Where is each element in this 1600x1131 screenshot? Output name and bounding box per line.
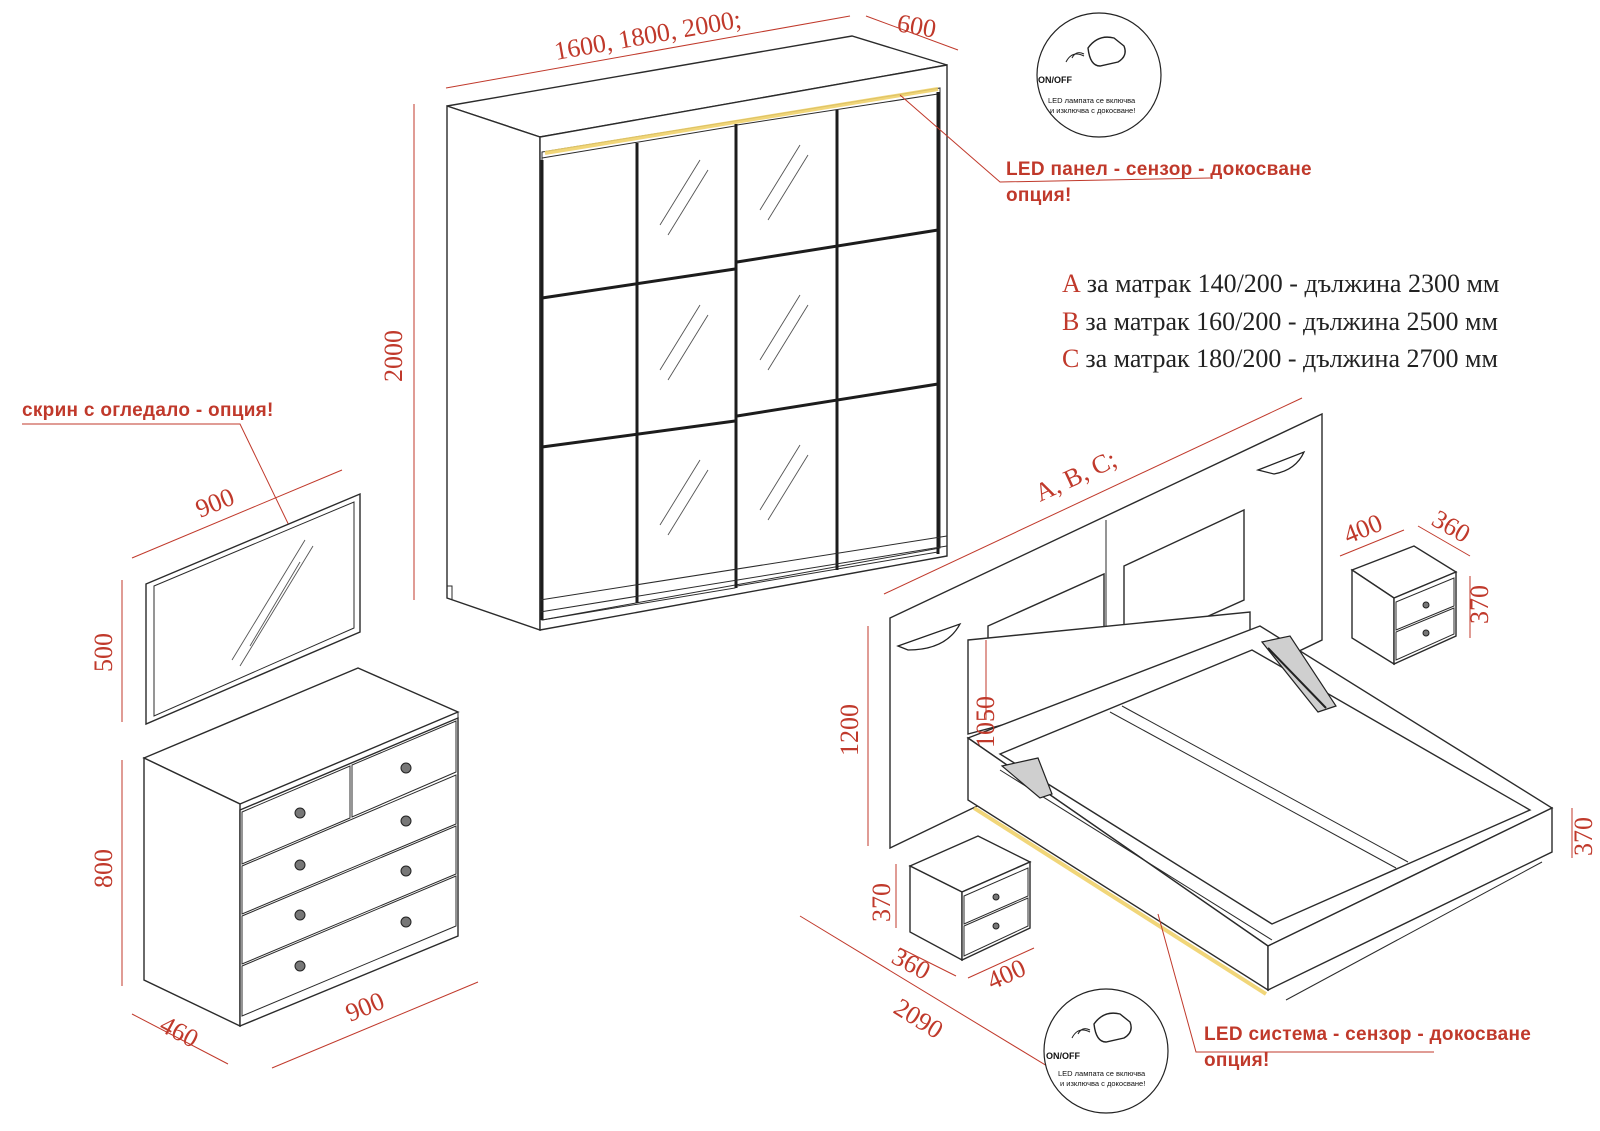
wardrobe-led-note-line1: LED панел - сензор - докосване (1006, 159, 1312, 180)
dresser-width-label: 900 (341, 986, 388, 1027)
dresser-mirror (145, 492, 361, 726)
lift-mechanism-left (1000, 757, 1053, 799)
hand-touch-icon (1071, 1012, 1132, 1043)
dresser-height-label: 800 (89, 849, 118, 888)
badge-bottom-line1: LED лампата се включва (1058, 1069, 1146, 1078)
bed-headboard-height-label: 1200 (835, 704, 864, 756)
touch-sensor-badge-top: ON/OFF LED лампата се включва и изключва… (1036, 12, 1162, 138)
mirror-width-label: 900 (191, 482, 238, 523)
nightstand-right (1350, 545, 1458, 666)
dresser (142, 667, 460, 1028)
bed-led-note-line1: LED система - сензор - докосване (1204, 1024, 1531, 1045)
badge-top-onoff: ON/OFF (1038, 75, 1072, 85)
dresser-knobs (294, 762, 412, 972)
headboard-lamp-right (1255, 450, 1306, 475)
wardrobe (446, 35, 948, 631)
lift-mechanism-right (1260, 635, 1337, 713)
wardrobe-glass-marks (659, 144, 809, 536)
bed (889, 412, 1554, 1001)
wardrobe-led-note-line2: опция! (1006, 185, 1072, 206)
nightstand-left-width-label: 400 (983, 953, 1030, 995)
dresser-mirror-note: скрин с огледало - опция! (22, 400, 297, 541)
mirror-note-text: скрин с огледало - опция! (22, 400, 274, 421)
touch-sensor-badge-bottom: ON/OFF LED лампата се включва и изключва… (1043, 988, 1169, 1114)
badge-bottom-line2: и изключва с докосване! (1060, 1079, 1145, 1088)
wardrobe-depth-label: 600 (895, 8, 938, 43)
nightstand-left (908, 835, 1032, 962)
badge-top-line2: и изключва с докосване! (1050, 106, 1135, 115)
bed-length-label: A, B, C; (1030, 445, 1121, 508)
bed-led-note-line2: опция! (1204, 1050, 1270, 1071)
wardrobe-height-label: 2000 (379, 330, 408, 382)
bed-led-note: LED система - сензор - докосване опция! (1157, 913, 1531, 1071)
badge-bottom-onoff: ON/OFF (1046, 1051, 1080, 1061)
hand-touch-icon (1065, 36, 1126, 67)
badge-top-line1: LED лампата се включва (1048, 96, 1136, 105)
nightstand-right-depth-label: 360 (1427, 504, 1475, 549)
nightstand-left-depth-label: 360 (887, 942, 935, 986)
nightstand-right-height-label: 370 (1465, 585, 1494, 624)
wardrobe-width-label: 1600, 1800, 2000; (552, 4, 743, 65)
nightstand-right-width-label: 400 (1339, 508, 1386, 549)
bed-inner-height-label: 1050 (971, 696, 1000, 748)
wardrobe-led-note: LED панел - сензор - докосване опция! (899, 94, 1312, 206)
bed-side-height-label: 370 (1569, 817, 1598, 856)
mirror-height-label: 500 (89, 633, 118, 672)
headboard-lamp-left (896, 622, 962, 651)
nightstand-left-height-label: 370 (867, 883, 896, 922)
